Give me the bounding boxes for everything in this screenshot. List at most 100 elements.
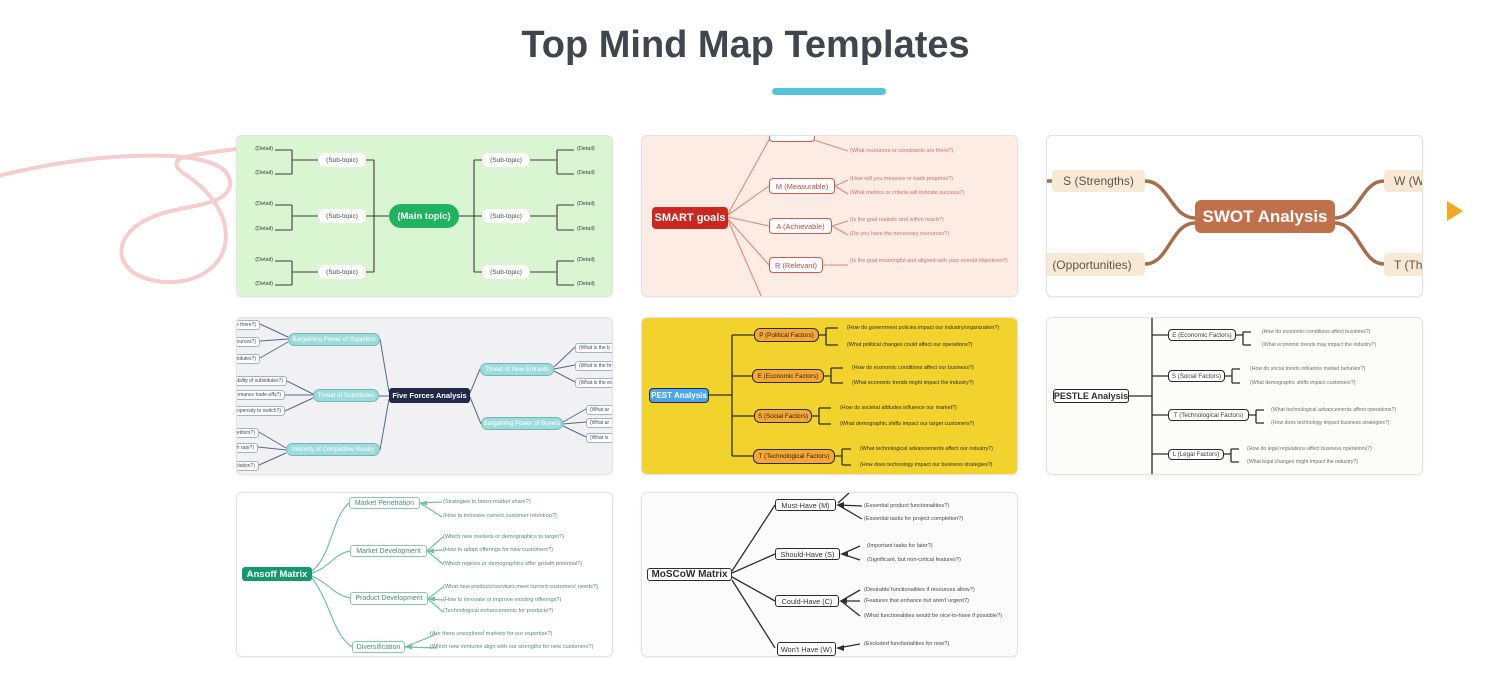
answer-text: (What economic trends may impact the ind… — [1262, 342, 1377, 348]
smart-branch-specific-cutoff — [769, 136, 815, 142]
detail-label: (Detail) — [255, 226, 273, 232]
template-card-ansoff-matrix[interactable]: Ansoff Matrix Market Penetration Market … — [236, 492, 613, 657]
answer-text: (Excluded functionalities for now?) — [864, 641, 950, 647]
answer-text: (Which regions or demographics offer gro… — [443, 561, 583, 567]
template-card-pest-analysis[interactable]: PEST Analysis P (Political Factors) E (E… — [641, 317, 1018, 475]
ansoff-branch-market-development: Market Development — [350, 545, 427, 557]
answer-text: (How to increase current customer retent… — [443, 513, 557, 519]
subtopic-node: (Sub-topic) — [482, 265, 530, 279]
template-card-five-forces[interactable]: are there?) resources?) ubstitutes?) lab… — [236, 317, 613, 475]
pest-branch-economic: E (Economic Factors) — [752, 369, 824, 383]
moscow-branch-could-have: Could-Have (C) — [775, 595, 839, 607]
swot-branch-weaknesses: W (W — [1384, 170, 1422, 192]
answer-text: (How do legal regulations affect busines… — [1247, 446, 1372, 452]
subtopic-node: (Sub-topic) — [318, 209, 366, 223]
answer-text: (How do economic conditions affect busin… — [1262, 329, 1371, 335]
force-branch-rivalry: Intensity of Competitive Rivalry — [286, 443, 380, 456]
template-card-basic-mind-map[interactable]: (Detail) (Detail) (Detail) (Detail) (Det… — [236, 135, 613, 297]
pestle-branch-economic: E (Economic Factors) — [1168, 329, 1236, 341]
answer-text: (What demographic shifts impact customer… — [1250, 380, 1356, 386]
template-card-moscow-matrix[interactable]: MoSCoW Matrix Must-Have (M) Should-Have … — [641, 492, 1018, 657]
answer-text: (How to adapt offerings for new customer… — [443, 547, 553, 553]
ansoff-branch-market-penetration: Market Penetration — [349, 497, 420, 509]
answer-text: (Desirable functionalities if resources … — [864, 587, 975, 593]
subtopic-node: (Sub-topic) — [482, 209, 530, 223]
answer-text: (Features that enhance but aren't urgent… — [864, 598, 969, 604]
detail-box: propensity to switch?) — [237, 406, 285, 416]
template-card-smart-goals[interactable]: SMART goals M (Measurable) A (Achievable… — [641, 135, 1018, 297]
smart-branch-achievable: A (Achievable) — [769, 218, 832, 234]
answer-text: (What demographic shifts impact our targ… — [840, 421, 975, 427]
pest-branch-political: P (Political Factors) — [754, 328, 819, 342]
answer-text: (What technological advancements affect … — [860, 446, 993, 452]
swot-branch-strengths: S (Strengths) — [1052, 170, 1145, 192]
answer-text: (Essential tasks for project completion?… — [864, 516, 964, 522]
detail-label: (Detail) — [577, 257, 595, 263]
ansoff-branch-product-development: Product Development — [350, 592, 428, 605]
subtopic-node: (Sub-topic) — [482, 153, 530, 167]
detail-label: (Detail) — [255, 257, 273, 263]
ansoff-root-node: Ansoff Matrix — [242, 567, 312, 581]
detail-label: (Detail) — [255, 170, 273, 176]
answer-text: (Technological enhancements for products… — [443, 608, 554, 614]
answer-text: (Important tasks for later?) — [867, 543, 933, 549]
swot-root-node: SWOT Analysis — [1195, 200, 1335, 233]
moscow-branch-should-have: Should-Have (S) — [775, 548, 840, 560]
pest-root-node: PEST Analysis — [649, 388, 709, 403]
detail-label: (Detail) — [255, 146, 273, 152]
detail-box: (What ar — [586, 418, 612, 428]
answer-text: (How do government policies impact our i… — [847, 325, 1000, 331]
subtopic-node: (Sub-topic) — [318, 153, 366, 167]
pest-branch-social: S (Social Factors) — [754, 409, 812, 423]
answer-text: (Which new markets or demographics to ta… — [443, 534, 564, 540]
pestle-branch-technological: T (Technological Factors) — [1168, 409, 1249, 421]
detail-box: (What ar — [586, 405, 612, 415]
answer-text: (What economic trends might impact the i… — [852, 380, 974, 386]
answer-text: (What legal changes might impact the ind… — [1247, 459, 1359, 465]
template-card-pestle-analysis[interactable]: PESTLE Analysis E (Economic Factors) S (… — [1046, 317, 1423, 475]
ansoff-branch-diversification: Diversification — [352, 641, 405, 653]
detail-box: (What is the br — [575, 361, 612, 371]
answer-text: (What metrics or criteria will indicate … — [850, 190, 965, 196]
next-arrow-button[interactable] — [1447, 201, 1463, 221]
detail-box: (What is the b — [575, 343, 612, 353]
answer-text: (Strategies to boost market share?) — [443, 499, 531, 505]
pestle-root-node: PESTLE Analysis — [1053, 389, 1129, 403]
force-branch-buyers: Bargaining Power of Buyers — [481, 417, 563, 430]
moscow-branch-wont-have: Won't Have (W) — [777, 642, 836, 656]
pest-branch-technological: T (Technological Factors) — [753, 449, 835, 464]
detail-box: formance trade-offs?) — [237, 390, 285, 400]
smart-root-node: SMART goals — [652, 207, 728, 229]
answer-text: (Is the goal realistic and within reach?… — [850, 217, 944, 223]
subtopic-node: (Sub-topic) — [318, 265, 366, 279]
decorative-curve — [0, 142, 292, 285]
detail-box: lability of substitutes?) — [237, 376, 287, 386]
answer-text: (What technological advancements affect … — [1271, 407, 1397, 413]
smart-branch-measurable: M (Measurable) — [769, 178, 835, 194]
smart-branch-relevant: R (Relevant) — [769, 257, 823, 273]
swot-branch-opportunities: (Opportunities) — [1047, 253, 1145, 276]
answer-text: (How do societal attitudes influence our… — [840, 405, 957, 411]
force-branch-new-entrants: Threat of New Entrants — [480, 363, 554, 376]
title-underline — [772, 88, 886, 95]
detail-box: are there?) — [237, 320, 260, 330]
force-branch-suppliers: Bargaining Power of Suppliers — [288, 333, 380, 346]
detail-box: petitors?) — [237, 428, 259, 438]
pestle-branch-legal: L (Legal Factors) — [1168, 449, 1224, 460]
moscow-root-node: MoSCoW Matrix — [647, 568, 732, 581]
answer-text: (How do social trends influence market b… — [1250, 366, 1366, 372]
detail-box: th rate?) — [237, 443, 258, 453]
answer-text: (Do you have the necessary resources?) — [850, 231, 950, 237]
detail-box: (What is — [586, 433, 612, 443]
detail-label: (Detail) — [577, 281, 595, 287]
answer-text: (How will you measure or track progress?… — [850, 176, 954, 182]
detail-label: (Detail) — [577, 146, 595, 152]
answer-text: (Essential product functionalities?) — [864, 503, 950, 509]
five-forces-root-node: Five Forces Analysis — [389, 388, 470, 403]
detail-box: resources?) — [237, 337, 260, 347]
swot-branch-threats: T (Th — [1384, 253, 1422, 276]
template-card-swot-analysis[interactable]: S (Strengths) W (W SWOT Analysis (Opport… — [1046, 135, 1423, 297]
answer-text: (How does technology impact business str… — [1271, 420, 1390, 426]
answer-text: (How do economic conditions affect our b… — [852, 365, 974, 371]
